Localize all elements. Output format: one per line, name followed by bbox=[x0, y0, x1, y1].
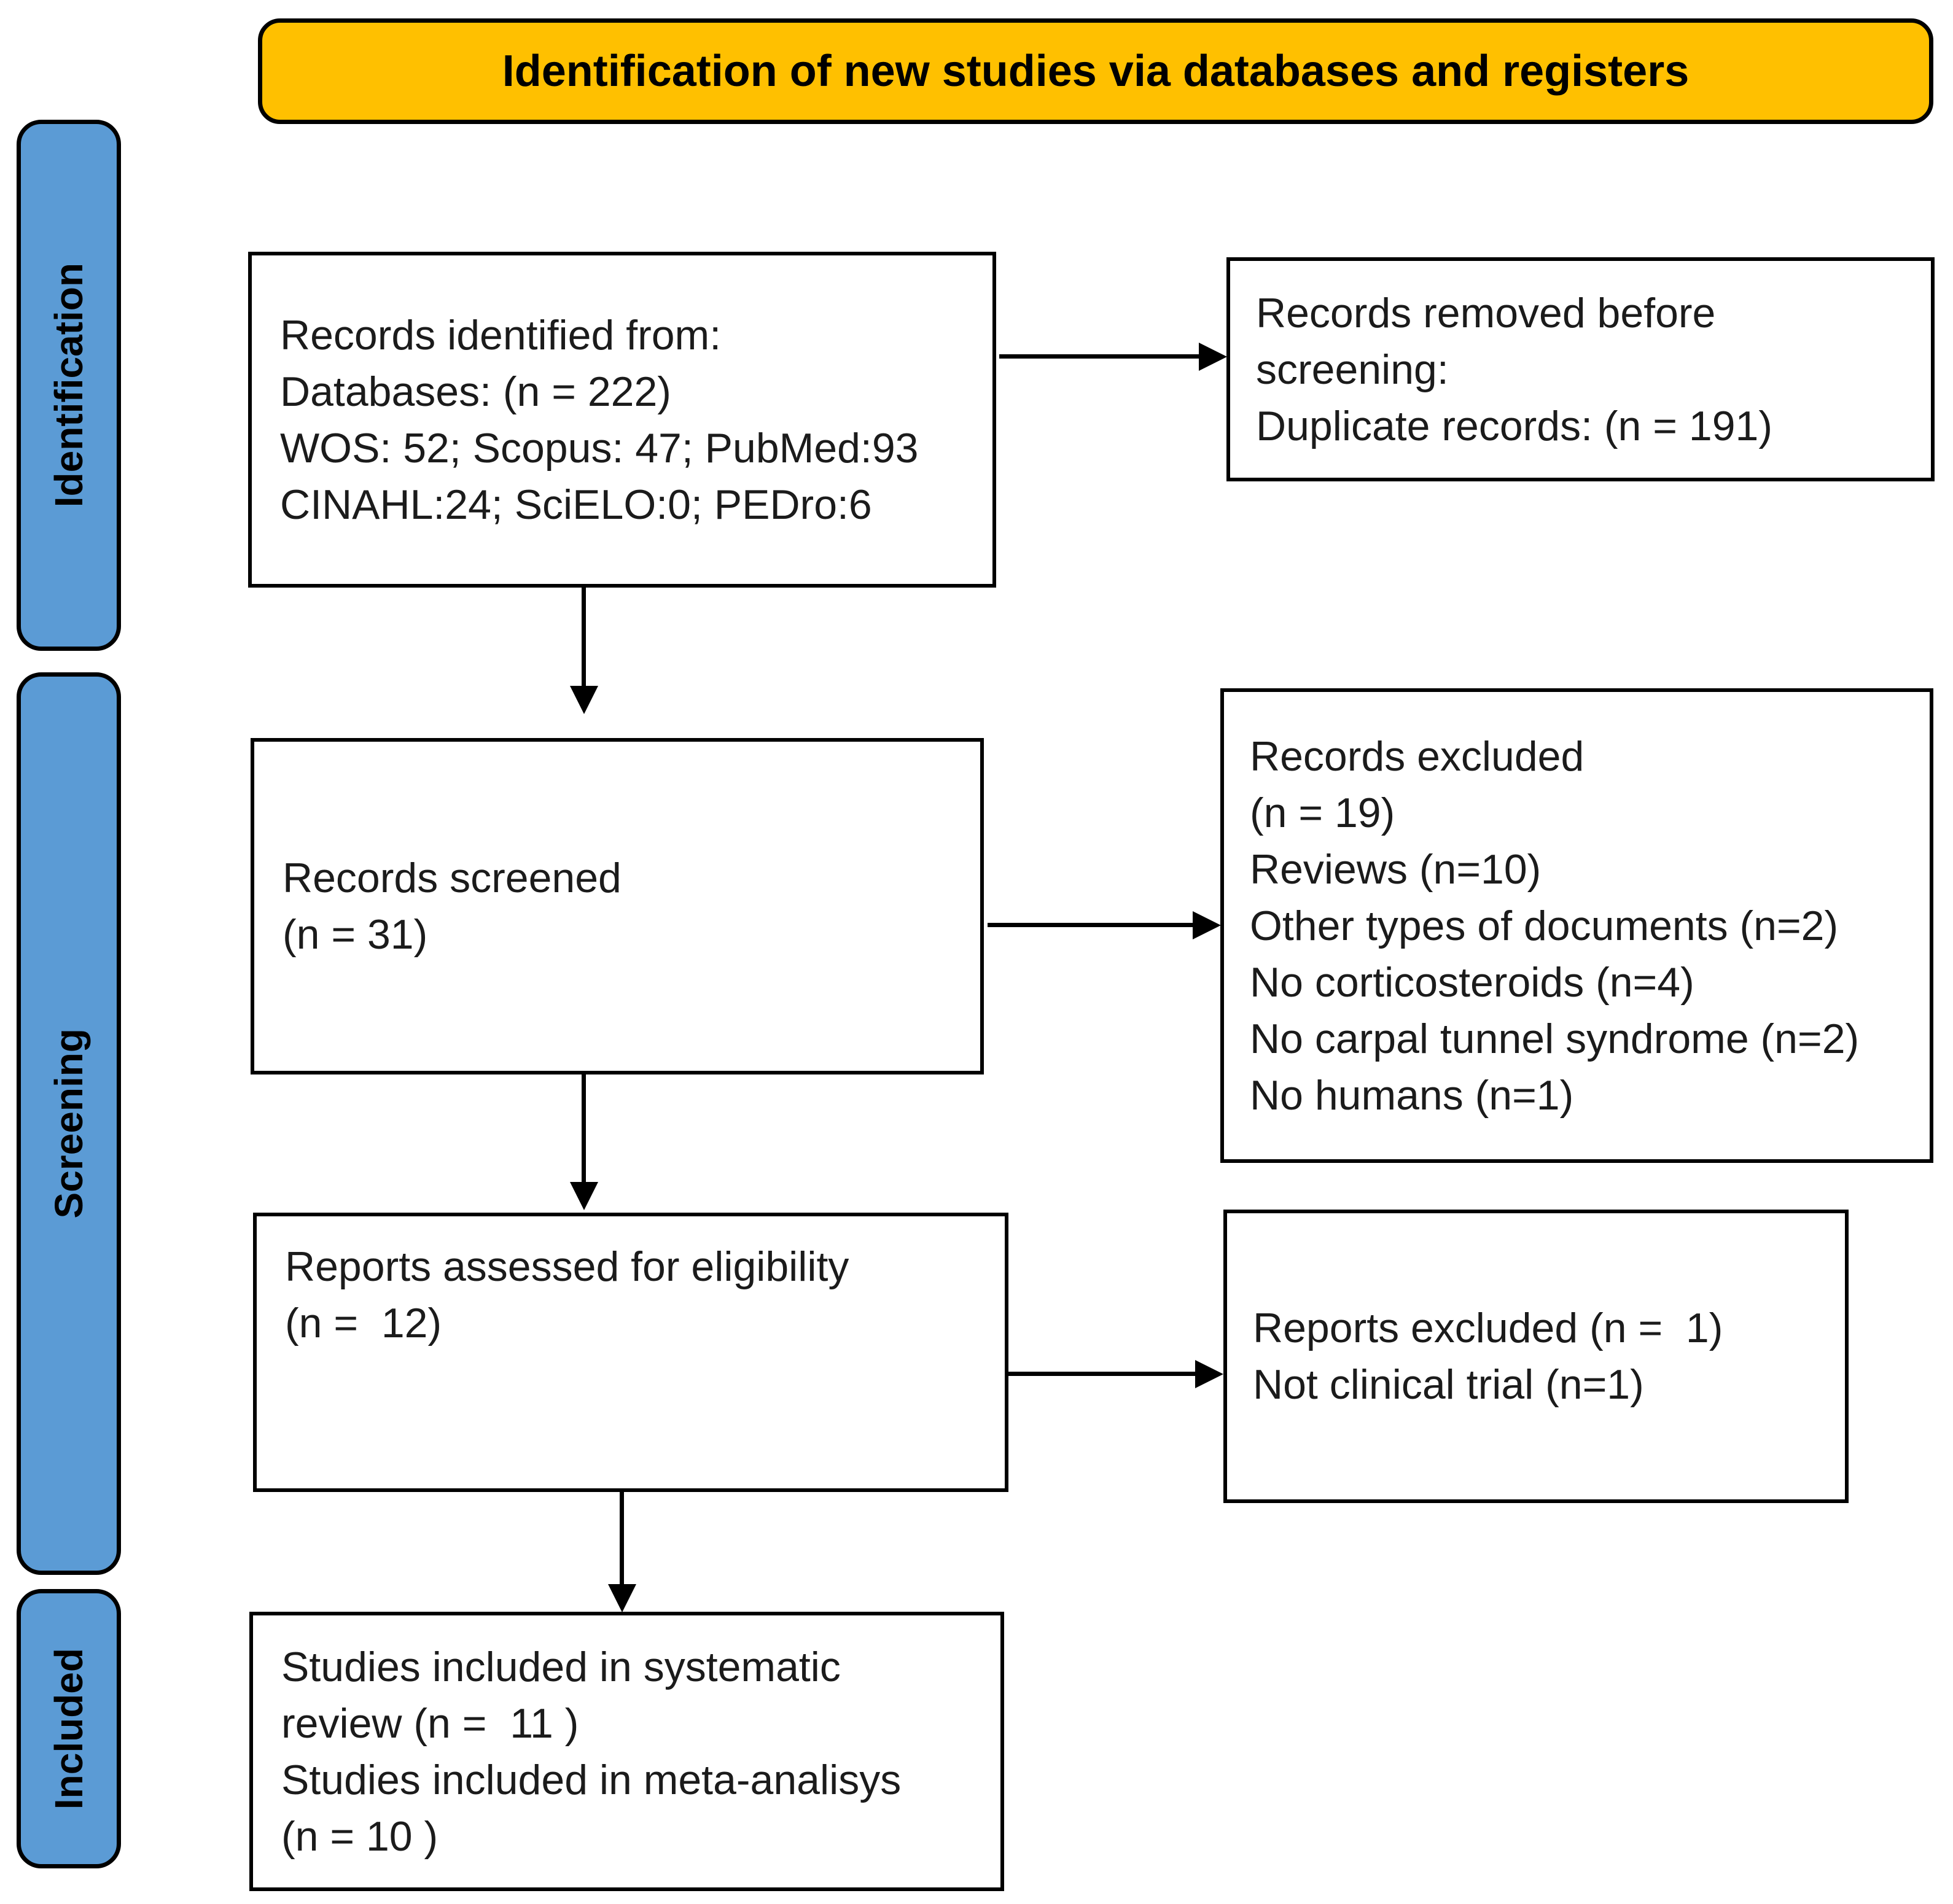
title-banner-text: Identification of new studies via databa… bbox=[502, 47, 1690, 96]
text-line: Records excluded bbox=[1250, 732, 1585, 780]
text-line: Duplicate records: (n = 191) bbox=[1256, 402, 1772, 449]
text-line: Records identified from: bbox=[280, 311, 722, 359]
text-line: Reviews (n=10) bbox=[1250, 845, 1542, 893]
box-records-excluded: Records excluded (n = 19) Reviews (n=10)… bbox=[1220, 688, 1933, 1163]
text-line: No corticosteroids (n=4) bbox=[1250, 958, 1694, 1006]
text-line: Other types of documents (n=2) bbox=[1250, 902, 1839, 949]
text-line: (n = 12) bbox=[285, 1300, 442, 1346]
text-line: Reports excluded (n = 1) bbox=[1253, 1305, 1723, 1351]
arrow-screened-to-excluded bbox=[988, 923, 1193, 927]
text-line: CINAHL:24; SciELO:0; PEDro:6 bbox=[280, 481, 872, 528]
stage-tab-included: Included bbox=[17, 1589, 121, 1868]
arrow-identified-to-removed bbox=[999, 354, 1199, 359]
stage-label-screening: Screening bbox=[47, 1028, 91, 1219]
box-studies-included: Studies included in systematic review (n… bbox=[249, 1612, 1004, 1891]
text-line: No carpal tunnel syndrome (n=2) bbox=[1250, 1015, 1860, 1062]
box-records-screened: Records screened (n = 31) bbox=[251, 738, 984, 1074]
text-line: review (n = 11 ) bbox=[281, 1700, 579, 1747]
arrow-assessed-to-included bbox=[620, 1492, 624, 1584]
text-line: (n = 31) bbox=[283, 911, 428, 958]
stage-label-included: Included bbox=[47, 1647, 91, 1810]
text-line: No humans (n=1) bbox=[1250, 1071, 1574, 1119]
arrow-identified-to-screened bbox=[582, 588, 586, 686]
text-line: (n = 10 ) bbox=[281, 1813, 439, 1860]
box-reports-excluded: Reports excluded (n = 1) Not clinical tr… bbox=[1223, 1210, 1849, 1503]
arrow-screened-to-assessed bbox=[582, 1074, 586, 1182]
title-banner: Identification of new studies via databa… bbox=[258, 18, 1933, 124]
text-line: Studies included in systematic bbox=[281, 1643, 841, 1690]
text-line: WOS: 52; Scopus: 47; PubMed:93 bbox=[280, 424, 919, 472]
stage-tab-screening: Screening bbox=[17, 672, 121, 1575]
stage-tab-identification: Identification bbox=[17, 120, 121, 651]
box-records-removed-before-screening: Records removed before screening: Duplic… bbox=[1226, 257, 1935, 481]
text-line: Databases: (n = 222) bbox=[280, 368, 671, 415]
box-reports-assessed-for-eligibility: Reports assessed for eligibility (n = 12… bbox=[253, 1213, 1008, 1492]
text-line: Records screened bbox=[283, 855, 622, 901]
text-line: Studies included in meta-analisys bbox=[281, 1756, 902, 1803]
arrow-assessed-to-reports-excluded bbox=[1008, 1372, 1195, 1376]
text-line: Reports assessed for eligibility bbox=[285, 1243, 849, 1290]
text-line: Not clinical trial (n=1) bbox=[1253, 1361, 1644, 1408]
text-line: Records removed before bbox=[1256, 289, 1716, 336]
text-line: screening: bbox=[1256, 346, 1449, 393]
text-line: (n = 19) bbox=[1250, 789, 1395, 836]
box-records-identified: Records identified from: Databases: (n =… bbox=[248, 252, 996, 588]
stage-label-identification: Identification bbox=[47, 263, 91, 508]
